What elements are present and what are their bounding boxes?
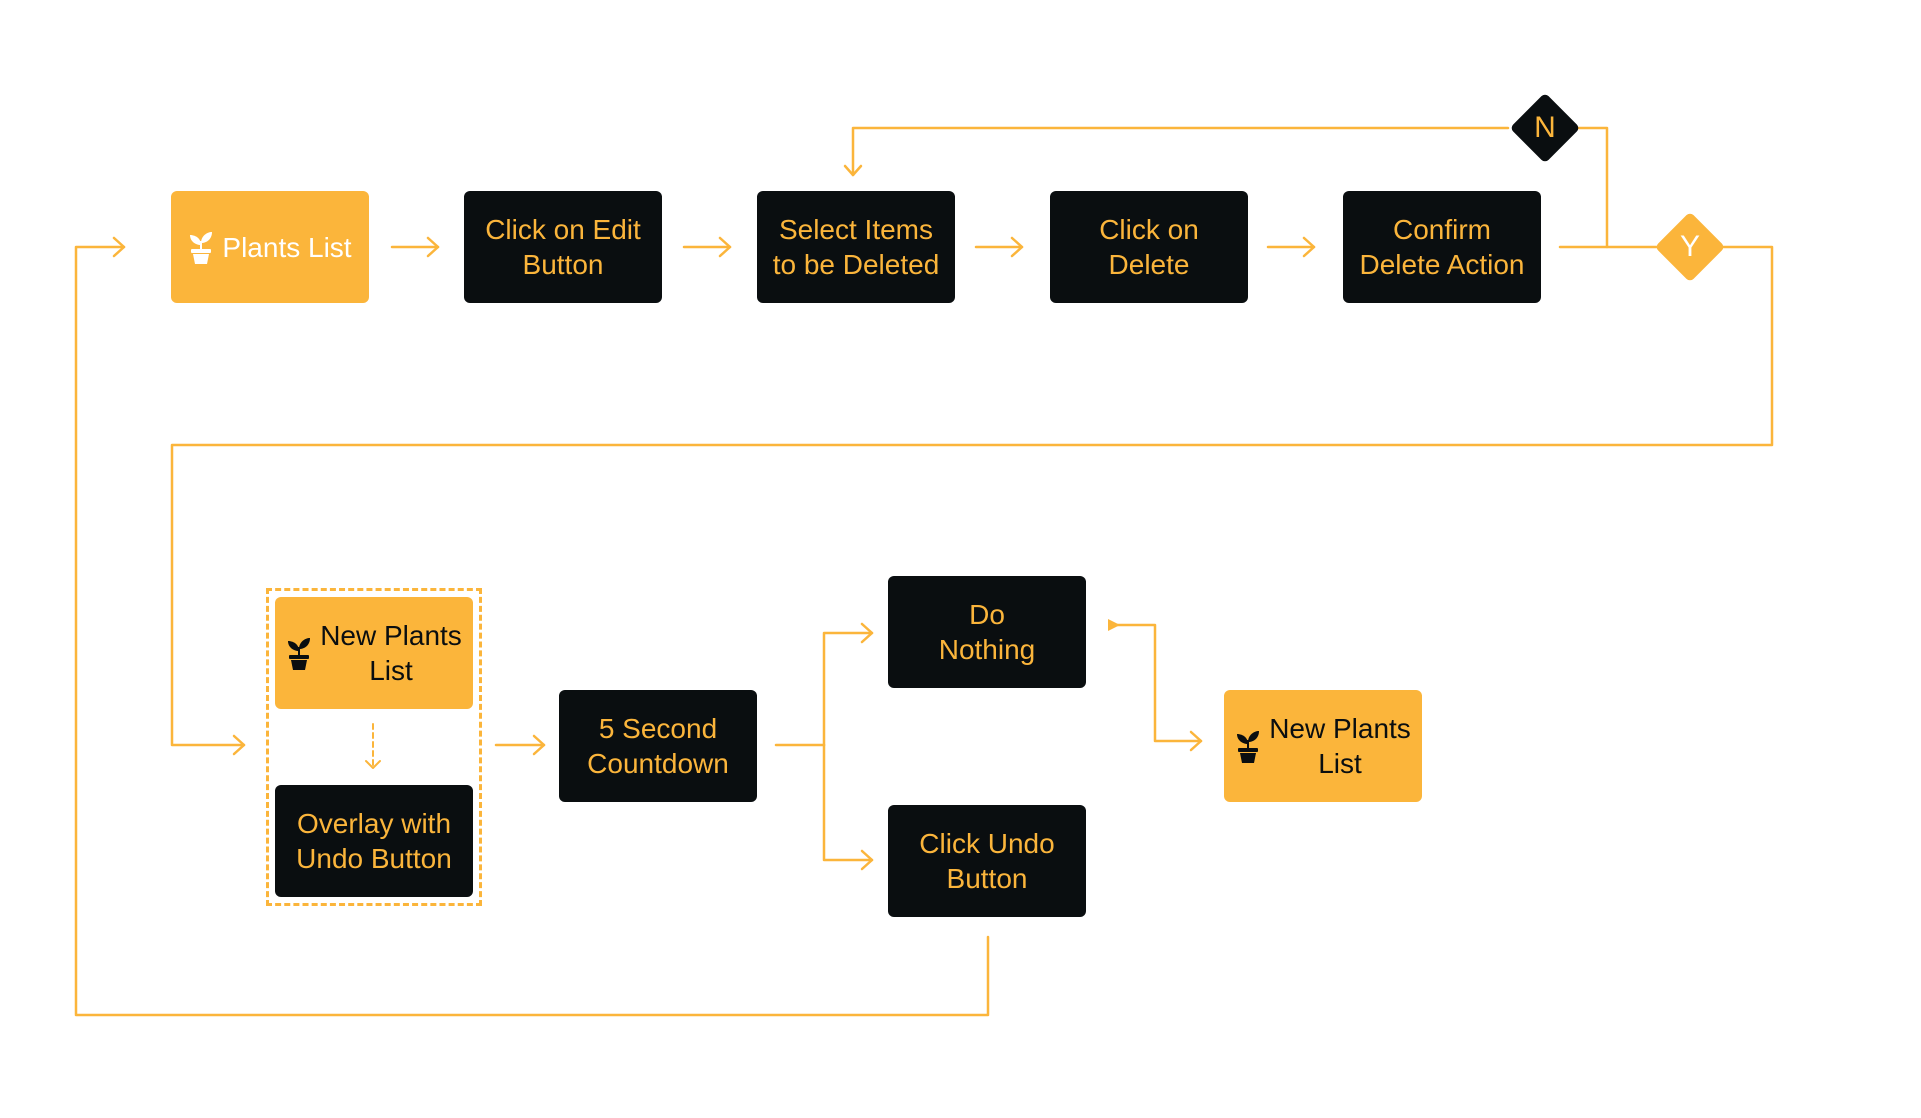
node-click-edit: Click on Edit Button [464, 191, 662, 303]
arrow-undo-to-plants-list [74, 236, 990, 1017]
arrow-plants-to-edit [390, 236, 440, 258]
arrow-select-to-delete [974, 236, 1024, 258]
node-confirm-delete: Confirm Delete Action [1343, 191, 1541, 303]
node-countdown-label: 5 Second Countdown [587, 713, 729, 779]
node-select-items: Select Items to be Deleted [757, 191, 955, 303]
node-overlay-undo: Overlay with Undo Button [275, 785, 473, 897]
node-click-delete-label: Click on Delete [1099, 214, 1199, 280]
node-select-items-label: Select Items to be Deleted [772, 214, 940, 280]
node-new-plants-list-1: New Plants List [275, 597, 473, 709]
arrow-branch-to-click-undo [822, 743, 874, 871]
arrow-no-to-select [843, 126, 1510, 177]
plant-pot-icon [1237, 731, 1260, 763]
node-click-edit-label: Click on Edit Button [485, 214, 641, 280]
decision-no-label: N [1534, 111, 1556, 144]
node-click-delete: Click on Delete [1050, 191, 1248, 303]
node-confirm-delete-label: Confirm Delete Action [1359, 214, 1525, 280]
node-click-undo-label: Click Undo Button [919, 828, 1055, 894]
node-overlay-undo-label: Overlay with Undo Button [296, 808, 452, 874]
node-new-plants-list-2: New Plants List [1224, 690, 1422, 802]
arrow-yes-to-group [170, 245, 1774, 756]
arrow-group-to-countdown [494, 734, 546, 756]
node-click-undo: Click Undo Button [888, 805, 1086, 917]
node-do-nothing-label: Do Nothing [938, 599, 1036, 665]
arrow-do-nothing-to-new-list [1108, 619, 1203, 752]
node-new-plants-list-1-label: New Plants List [320, 620, 462, 686]
decision-yes-label: Y [1679, 230, 1700, 263]
arrow-edit-to-select [682, 236, 732, 258]
plant-pot-icon [190, 232, 213, 264]
node-plants-list-label: Plants List [222, 231, 352, 263]
arrow-branch-to-do-nothing [822, 622, 874, 747]
node-new-plants-list-2-label: New Plants List [1269, 713, 1411, 779]
undo-overlay-group [266, 588, 482, 906]
arrow-delete-to-confirm [1266, 236, 1316, 258]
node-countdown: 5 Second Countdown [559, 690, 757, 802]
line-junction-to-no [1568, 126, 1609, 249]
node-plants-list: Plants List [171, 191, 369, 303]
plant-pot-icon [288, 638, 311, 670]
node-do-nothing: Do Nothing [888, 576, 1086, 688]
arrow-new-list-to-overlay [365, 723, 381, 769]
